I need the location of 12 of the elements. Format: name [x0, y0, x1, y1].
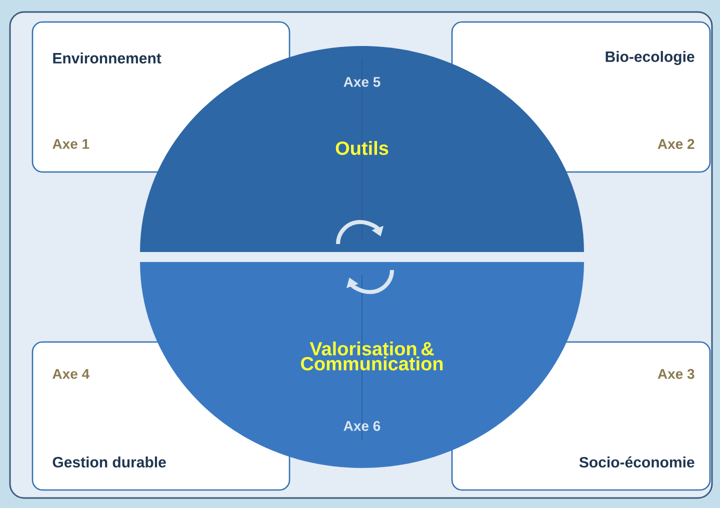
axis-label: Axe 1 [52, 139, 90, 149]
disc-title: Outils [336, 141, 388, 155]
box-title: Gestion durable [52, 456, 166, 468]
axis-label: Axe 6 [344, 421, 380, 431]
disc-title: Valorisation & Communication [301, 342, 443, 370]
axis-label: Axe 4 [52, 369, 90, 379]
box-title: Bio-ecologie [606, 50, 694, 66]
box-title: Environnement [53, 52, 162, 64]
box-title: Socio-économie [579, 456, 694, 468]
axis-label: Axe 5 [344, 77, 380, 87]
axis-label: Axe 2 [658, 139, 694, 149]
axis-label: Axe 3 [658, 369, 694, 379]
